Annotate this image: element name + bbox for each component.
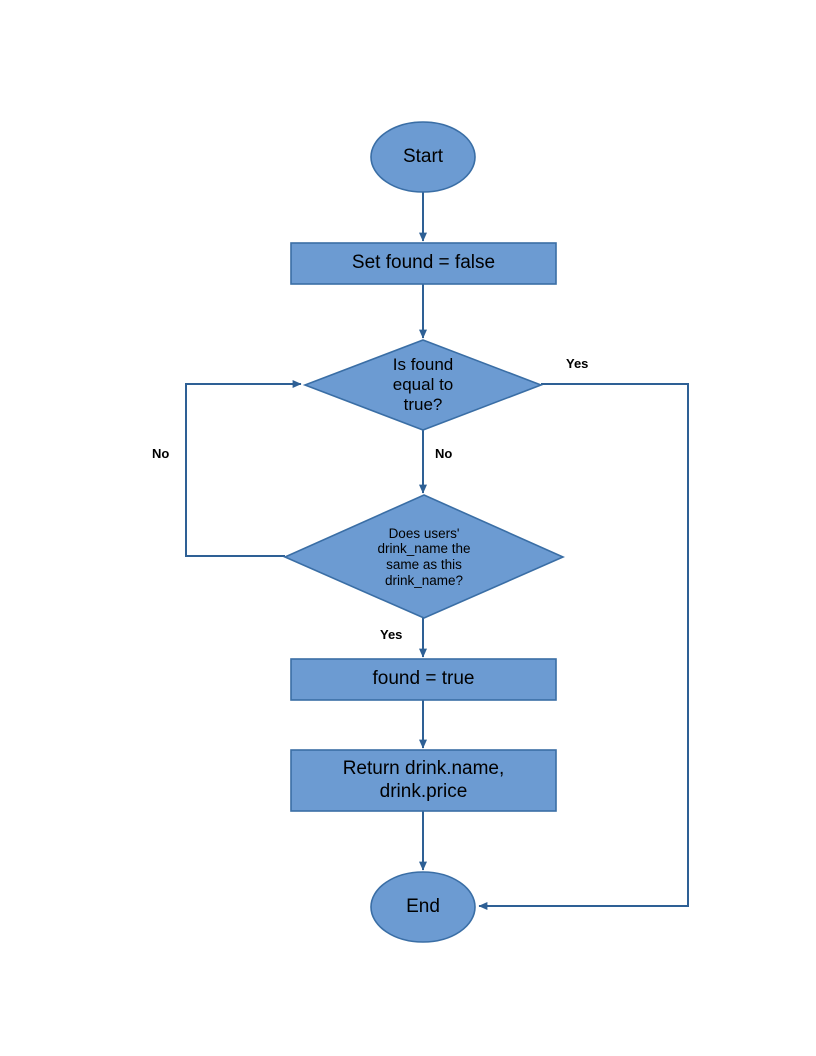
edge-is-found-yes-to-end <box>478 383 689 910</box>
node-end[interactable] <box>370 871 476 943</box>
node-set-found[interactable] <box>290 242 557 285</box>
node-start[interactable] <box>370 121 476 193</box>
edge-compare-no-to-is-found <box>185 380 302 557</box>
node-found-true[interactable] <box>290 658 557 701</box>
node-is-found-decision[interactable] <box>302 339 544 431</box>
node-compare-decision[interactable] <box>283 494 565 619</box>
node-return[interactable] <box>290 749 557 812</box>
